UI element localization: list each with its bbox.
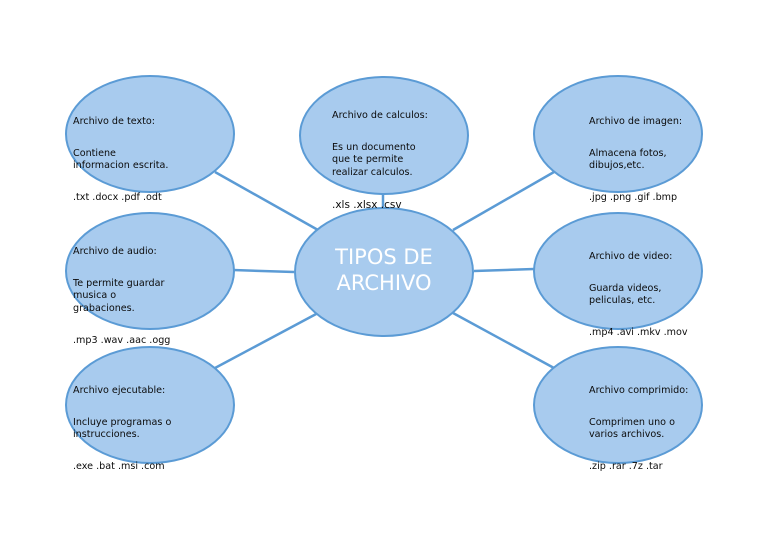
node-comprimido-ext: .zip .rar .7z .tar <box>589 461 663 472</box>
center-title: TIPOS DE ARCHIVO <box>335 245 433 295</box>
node-imagen-text: Archivo de imagen: Almacena fotos, dibuj… <box>589 103 682 217</box>
node-texto-ext: .txt .docx .pdf .odt <box>73 192 162 203</box>
node-video-text: Archivo de video: Guarda videos, pelicul… <box>589 238 688 352</box>
node-ejecutable-text: Archivo ejecutable: Incluye programas o … <box>73 372 171 486</box>
node-audio-desc: Te permite guardar musica o grabaciones. <box>73 277 165 314</box>
node-imagen <box>533 75 703 193</box>
node-audio <box>65 212 235 330</box>
node-texto-title: Archivo de texto: <box>73 115 155 127</box>
connector-video <box>473 267 535 273</box>
node-video <box>533 212 703 330</box>
connector-imagen <box>452 170 555 232</box>
connector-texto <box>214 170 319 232</box>
node-ejecutable-ext: .exe .bat .msi .com <box>73 461 165 472</box>
node-calculos <box>299 76 469 195</box>
node-ejecutable-title: Archivo ejecutable: <box>73 384 166 396</box>
node-comprimido <box>533 346 703 464</box>
node-comprimido-desc: Comprimen uno o varios archivos. <box>589 416 675 441</box>
node-ejecutable-desc: Incluye programas o instrucciones. <box>73 416 172 441</box>
node-imagen-ext: .jpg .png .gif .bmp <box>589 192 678 203</box>
node-audio-text: Archivo de audio: Te permite guardar mus… <box>73 233 170 360</box>
node-video-ext: .mp4 .avi .mkv .mov <box>589 327 688 338</box>
node-audio-ext: .mp3 .wav .aac .ogg <box>73 334 171 346</box>
node-imagen-title: Archivo de imagen: <box>589 115 683 127</box>
node-texto-text: Archivo de texto: Contiene informacion e… <box>73 103 168 217</box>
connector-comprimido <box>452 311 555 370</box>
node-comprimido-text: Archivo comprimido: Comprimen uno o vari… <box>589 372 688 486</box>
center-node <box>294 207 474 337</box>
connector-audio <box>232 268 295 274</box>
node-imagen-desc: Almacena fotos, dibujos,etc. <box>589 147 667 172</box>
node-texto <box>65 75 235 193</box>
node-ejecutable <box>65 346 235 464</box>
node-calculos-title: Archivo de calculos: <box>332 109 428 121</box>
node-audio-title: Archivo de audio: <box>73 245 157 257</box>
node-calculos-desc: Es un documento que te permite realizar … <box>332 141 416 178</box>
node-comprimido-title: Archivo comprimido: <box>589 384 689 396</box>
node-texto-desc: Contiene informacion escrita. <box>73 147 169 172</box>
node-video-desc: Guarda videos, peliculas, etc. <box>589 282 662 307</box>
node-video-title: Archivo de video: <box>589 250 673 262</box>
connector-ejecutable <box>214 311 319 370</box>
node-calculos-text: Archivo de calculos: Es un documento que… <box>332 97 428 224</box>
node-calculos-ext: .xls .xlsx .csv <box>332 198 402 211</box>
